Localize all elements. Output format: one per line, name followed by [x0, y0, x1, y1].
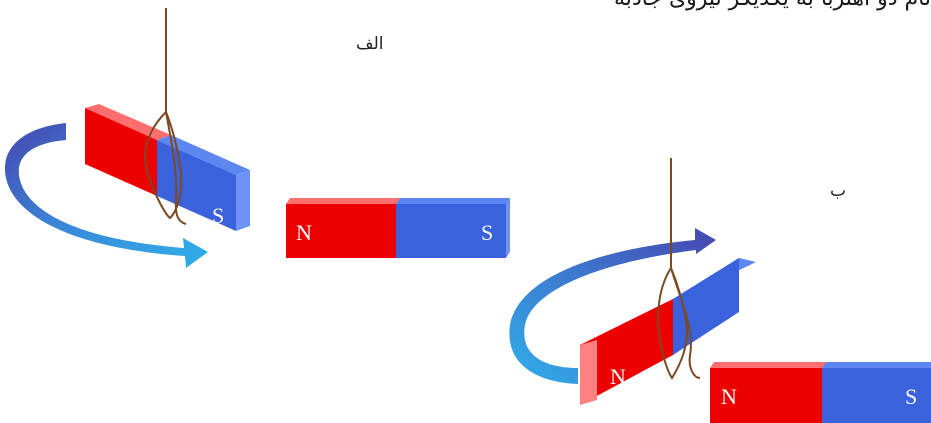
label-a: الف	[356, 34, 384, 54]
magnet-b-north-label: N	[610, 364, 626, 389]
magnet-a-south-label: S	[212, 203, 224, 228]
string-b	[657, 158, 701, 380]
magnet-a2-south-top	[396, 198, 510, 204]
magnet-b-north-face	[580, 299, 673, 405]
magnet-b2-south-face	[822, 368, 931, 423]
suspended-magnet-a: S	[85, 104, 250, 231]
part-a: S N S	[4, 8, 510, 268]
part-b: N N S	[509, 158, 931, 423]
magnet-a-south-top	[157, 135, 250, 175]
rotation-arrow-b	[509, 228, 716, 384]
rotation-arrow-a	[4, 123, 208, 268]
fixed-magnet-b: N S	[710, 362, 931, 423]
magnet-a2-end	[506, 198, 510, 258]
magnet-a2-north-label: N	[296, 220, 312, 245]
magnet-a2-south-label: S	[481, 220, 493, 245]
label-b: ب	[830, 181, 847, 201]
magnet-b-end-face	[580, 340, 597, 405]
magnet-a-north-face	[85, 108, 157, 196]
string-a	[144, 8, 187, 225]
magnet-a2-north-face	[286, 204, 396, 258]
magnet-a-north-top	[85, 104, 171, 140]
magnet-a2-south-face	[396, 204, 506, 258]
magnet-b2-north-face	[710, 368, 822, 423]
magnet-b2-north-label: N	[721, 384, 737, 409]
magnet-a-south-face	[157, 140, 236, 231]
fixed-magnet-a: N S	[286, 198, 510, 258]
suspended-magnet-b: N	[580, 258, 756, 405]
magnet-b2-south-top	[822, 362, 931, 368]
caption-text: نام دو آهنربا به یکدیگر نیروی جاذبه	[471, 0, 931, 11]
magnet-b2-south-label: S	[905, 384, 917, 409]
magnet-a-end-face	[236, 170, 250, 231]
